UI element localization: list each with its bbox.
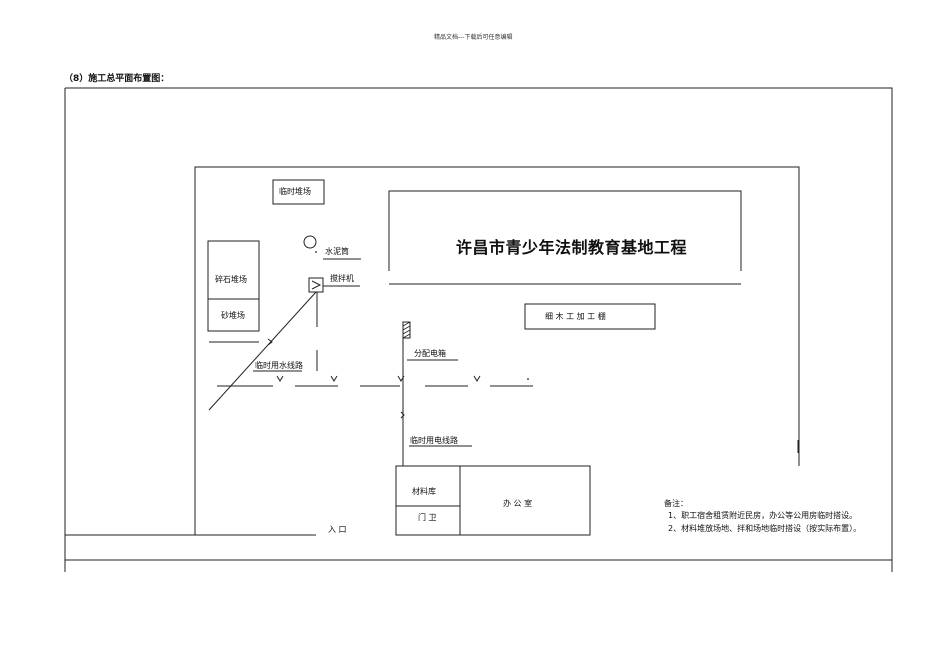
water-line-diagonal: [208, 291, 317, 411]
gate-label: 门 卫: [418, 513, 437, 522]
distribution-box-icon: [402, 321, 411, 339]
power-line-marker: [400, 411, 405, 419]
notes-heading: 备注：: [664, 499, 688, 508]
water-main-end-dot: [527, 378, 529, 380]
sand-yard-label: 砂堆场: [221, 311, 245, 320]
office-block: [395, 465, 591, 536]
sand-yard-box: [207, 298, 260, 332]
site-boundary: [194, 166, 800, 535]
warehouse-label: 材料库: [412, 487, 436, 496]
valve-1: [276, 375, 284, 382]
section-title: （8）施工总平面布置图：: [64, 74, 170, 84]
mixer-arrow: [311, 280, 322, 290]
mixer-label: 搅拌机: [330, 274, 354, 283]
outer-frame: [65, 87, 893, 572]
carpentry-shed-box: [524, 303, 656, 330]
power-line-label: 临时用电线路: [410, 436, 458, 445]
water-line-label: 临时用水线路: [255, 361, 303, 370]
carpentry-shed-label: 细 木 工 加 工 棚: [545, 312, 606, 321]
project-building-box: [388, 190, 742, 271]
page-header: 精品文档---下载后可任意编辑: [434, 34, 513, 41]
note-item-2: 2、材料堆放场地、拌和场地临时搭设（按实际布置）。: [668, 524, 862, 533]
project-title: 许昌市青少年法制教育基地工程: [456, 238, 688, 257]
valve-2: [330, 375, 338, 382]
water-line-marker: [267, 338, 273, 346]
temp-stack-box: [272, 179, 325, 205]
gravel-yard-box: [207, 240, 260, 300]
cement-silo-dot: [315, 251, 317, 253]
note-item-1: 1、职工宿舍租赁附近民房，办公等公用房临时搭设。: [668, 511, 858, 520]
cement-silo-label: 水泥筒: [325, 247, 349, 256]
cement-silo-circle: [303, 235, 317, 249]
temp-stack-label: 临时堆场: [279, 187, 311, 196]
gravel-yard-label: 碎石堆场: [215, 275, 247, 284]
valve-4: [473, 375, 481, 382]
office-label: 办 公 室: [503, 499, 533, 508]
entrance-label: 入 口: [328, 525, 347, 534]
distribution-box-label: 分配电箱: [414, 349, 446, 358]
